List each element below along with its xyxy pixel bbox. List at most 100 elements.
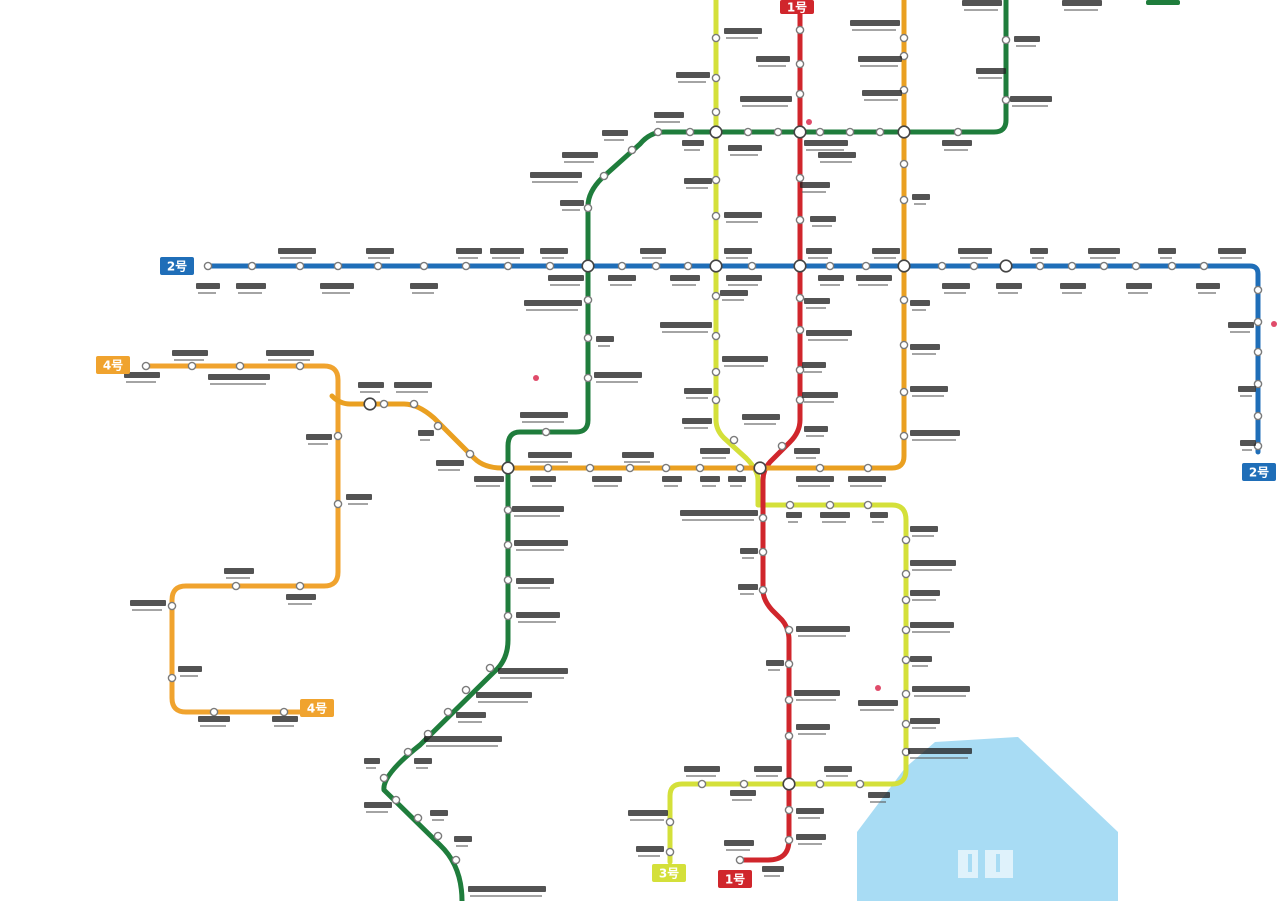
interchange-marker[interactable] [501, 461, 515, 475]
station-marker[interactable] [784, 835, 794, 845]
station-marker[interactable] [1001, 95, 1011, 105]
interchange-marker[interactable] [897, 259, 911, 273]
station-marker[interactable] [739, 779, 749, 789]
station-marker[interactable] [901, 689, 911, 699]
station-marker[interactable] [855, 779, 865, 789]
station-marker[interactable] [937, 261, 947, 271]
station-marker[interactable] [777, 441, 787, 451]
station-marker[interactable] [235, 361, 245, 371]
station-marker[interactable] [735, 463, 745, 473]
station-marker[interactable] [784, 659, 794, 669]
line-2-badge[interactable]: 2号 [1242, 463, 1276, 481]
station-marker[interactable] [795, 173, 805, 183]
station-marker[interactable] [167, 673, 177, 683]
station-marker[interactable] [1001, 35, 1011, 45]
station-marker[interactable] [784, 805, 794, 815]
station-marker[interactable] [953, 127, 963, 137]
station-marker[interactable] [711, 367, 721, 377]
station-marker[interactable] [711, 33, 721, 43]
station-marker[interactable] [443, 707, 453, 717]
station-marker[interactable] [141, 361, 151, 371]
station-marker[interactable] [543, 463, 553, 473]
interchange-marker[interactable] [793, 259, 807, 273]
interchange-marker[interactable] [709, 125, 723, 139]
station-marker[interactable] [743, 127, 753, 137]
station-marker[interactable] [747, 261, 757, 271]
line-4-badge[interactable]: 4号 [300, 699, 334, 717]
station-marker[interactable] [795, 215, 805, 225]
station-marker[interactable] [485, 663, 495, 673]
station-marker[interactable] [651, 261, 661, 271]
station-marker[interactable] [711, 395, 721, 405]
station-marker[interactable] [815, 463, 825, 473]
station-marker[interactable] [409, 399, 419, 409]
station-marker[interactable] [433, 421, 443, 431]
station-marker[interactable] [461, 685, 471, 695]
station-marker[interactable] [1253, 347, 1263, 357]
station-marker[interactable] [899, 159, 909, 169]
station-marker[interactable] [861, 261, 871, 271]
station-marker[interactable] [784, 625, 794, 635]
station-marker[interactable] [413, 813, 423, 823]
station-marker[interactable] [683, 261, 693, 271]
station-marker[interactable] [503, 540, 513, 550]
line-2-badge[interactable]: 2号 [160, 257, 194, 275]
station-marker[interactable] [279, 707, 289, 717]
station-marker[interactable] [795, 395, 805, 405]
station-marker[interactable] [503, 261, 513, 271]
station-marker[interactable] [825, 261, 835, 271]
station-marker[interactable] [625, 463, 635, 473]
station-marker[interactable] [969, 261, 979, 271]
line-5-badge[interactable] [1146, 0, 1180, 5]
station-marker[interactable] [773, 127, 783, 137]
station-marker[interactable] [333, 499, 343, 509]
station-marker[interactable] [815, 779, 825, 789]
station-marker[interactable] [295, 581, 305, 591]
station-marker[interactable] [899, 195, 909, 205]
interchange-marker[interactable] [793, 125, 807, 139]
station-marker[interactable] [433, 831, 443, 841]
station-marker[interactable] [685, 127, 695, 137]
station-marker[interactable] [729, 435, 739, 445]
station-marker[interactable] [758, 513, 768, 523]
station-marker[interactable] [599, 171, 609, 181]
station-marker[interactable] [795, 293, 805, 303]
station-marker[interactable] [899, 431, 909, 441]
station-marker[interactable] [901, 569, 911, 579]
station-marker[interactable] [403, 747, 413, 757]
station-marker[interactable] [711, 211, 721, 221]
station-marker[interactable] [247, 261, 257, 271]
station-marker[interactable] [711, 107, 721, 117]
station-marker[interactable] [711, 331, 721, 341]
station-marker[interactable] [585, 463, 595, 473]
station-marker[interactable] [1067, 261, 1077, 271]
station-marker[interactable] [461, 261, 471, 271]
station-marker[interactable] [697, 779, 707, 789]
station-marker[interactable] [795, 365, 805, 375]
station-marker[interactable] [1131, 261, 1141, 271]
station-marker[interactable] [541, 427, 551, 437]
station-marker[interactable] [901, 625, 911, 635]
station-marker[interactable] [1099, 261, 1109, 271]
station-marker[interactable] [665, 817, 675, 827]
station-marker[interactable] [333, 431, 343, 441]
station-marker[interactable] [1199, 261, 1209, 271]
station-marker[interactable] [863, 463, 873, 473]
station-marker[interactable] [1253, 411, 1263, 421]
interchange-marker[interactable] [581, 259, 595, 273]
line-1-badge[interactable]: 1号 [718, 870, 752, 888]
station-marker[interactable] [899, 387, 909, 397]
station-marker[interactable] [653, 127, 663, 137]
station-marker[interactable] [209, 707, 219, 717]
interchange-marker[interactable] [999, 259, 1013, 273]
station-marker[interactable] [901, 595, 911, 605]
station-marker[interactable] [1253, 379, 1263, 389]
station-marker[interactable] [899, 340, 909, 350]
station-marker[interactable] [295, 261, 305, 271]
station-marker[interactable] [419, 261, 429, 271]
station-marker[interactable] [661, 463, 671, 473]
interchange-marker[interactable] [782, 777, 796, 791]
station-marker[interactable] [825, 500, 835, 510]
station-marker[interactable] [545, 261, 555, 271]
interchange-marker[interactable] [709, 259, 723, 273]
